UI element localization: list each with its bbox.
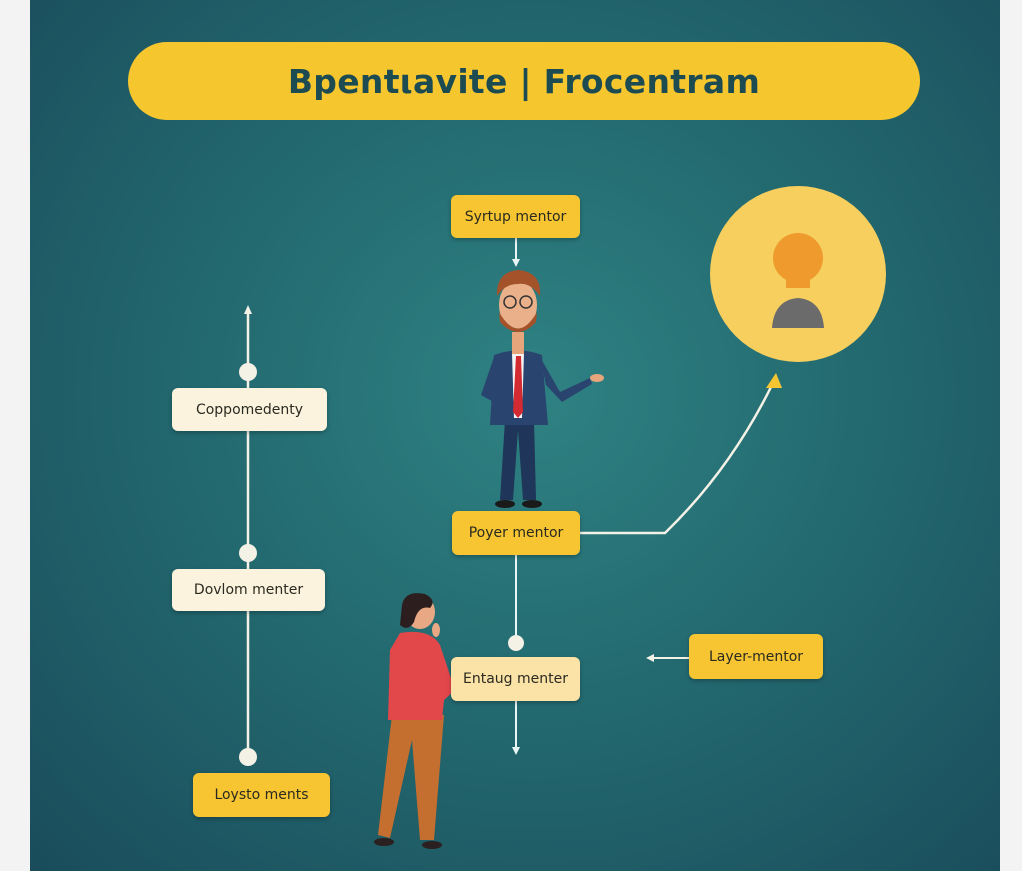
arrow-up-icon bbox=[766, 373, 782, 388]
node-entaug-menter[interactable]: Entaug menter bbox=[451, 657, 580, 701]
node-coppomedenty[interactable]: Coppomedenty bbox=[172, 388, 327, 431]
lightbulb-icon bbox=[772, 233, 824, 328]
arrow-down-icon bbox=[512, 259, 520, 267]
curved-connector bbox=[580, 384, 774, 535]
arrow-up-icon bbox=[244, 305, 252, 314]
timeline-dot bbox=[239, 544, 257, 562]
arrow-left-icon bbox=[646, 654, 654, 662]
node-syrtup-mentor[interactable]: Syrtup mentor bbox=[451, 195, 580, 238]
page-title: Bpentιavite | Frocentram bbox=[128, 42, 920, 120]
node-dovlom-menter[interactable]: Dovlom menter bbox=[172, 569, 325, 611]
flow-dot bbox=[508, 635, 524, 651]
node-layer-mentor[interactable]: Layer-mentor bbox=[689, 634, 823, 679]
arrow-down-icon bbox=[512, 747, 520, 755]
timeline-dot bbox=[239, 363, 257, 381]
thinking-person-figure bbox=[374, 593, 455, 849]
node-poyer-mentor[interactable]: Poyer mentor bbox=[452, 511, 580, 555]
node-loysto-ments[interactable]: Loysto ments bbox=[193, 773, 330, 817]
timeline-dot bbox=[239, 748, 257, 766]
presenter-figure bbox=[481, 270, 604, 508]
